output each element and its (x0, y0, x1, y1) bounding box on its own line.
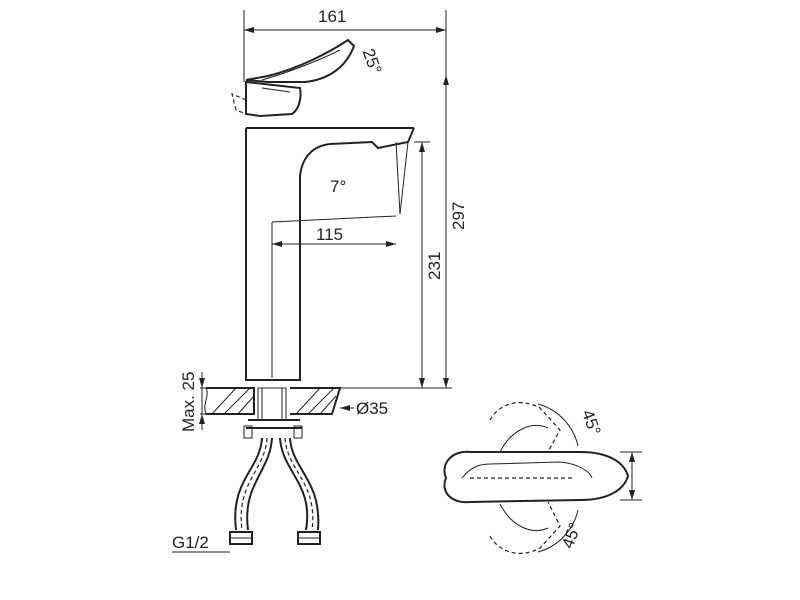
label-231: 231 (425, 252, 444, 280)
label-g12: G1/2 (172, 533, 209, 552)
dimension-heights: 231 297 (300, 75, 468, 389)
label-7-deg: 7° (330, 177, 346, 196)
dimension-reach-115: 115 (272, 225, 396, 247)
dimension-width-161: 161 (243, 7, 447, 82)
flexible-hoses: G1/2 (172, 437, 321, 553)
faucet-side-view: 7° 25° (231, 38, 415, 381)
label-56: 56 (646, 466, 665, 485)
label-161: 161 (318, 7, 346, 26)
label-115: 115 (316, 225, 343, 244)
label-max-25: Max. 25 (179, 372, 198, 432)
label-25-deg: 25° (359, 46, 386, 77)
countertop-section: Max. 25 Ø35 (179, 372, 388, 439)
label-45-bottom: 45° (558, 520, 585, 551)
label-45-top: 45° (578, 407, 605, 438)
label-diameter-35: Ø35 (356, 399, 388, 418)
label-297: 297 (449, 202, 468, 230)
faucet-top-view: 56 45° 45° (443, 402, 665, 554)
